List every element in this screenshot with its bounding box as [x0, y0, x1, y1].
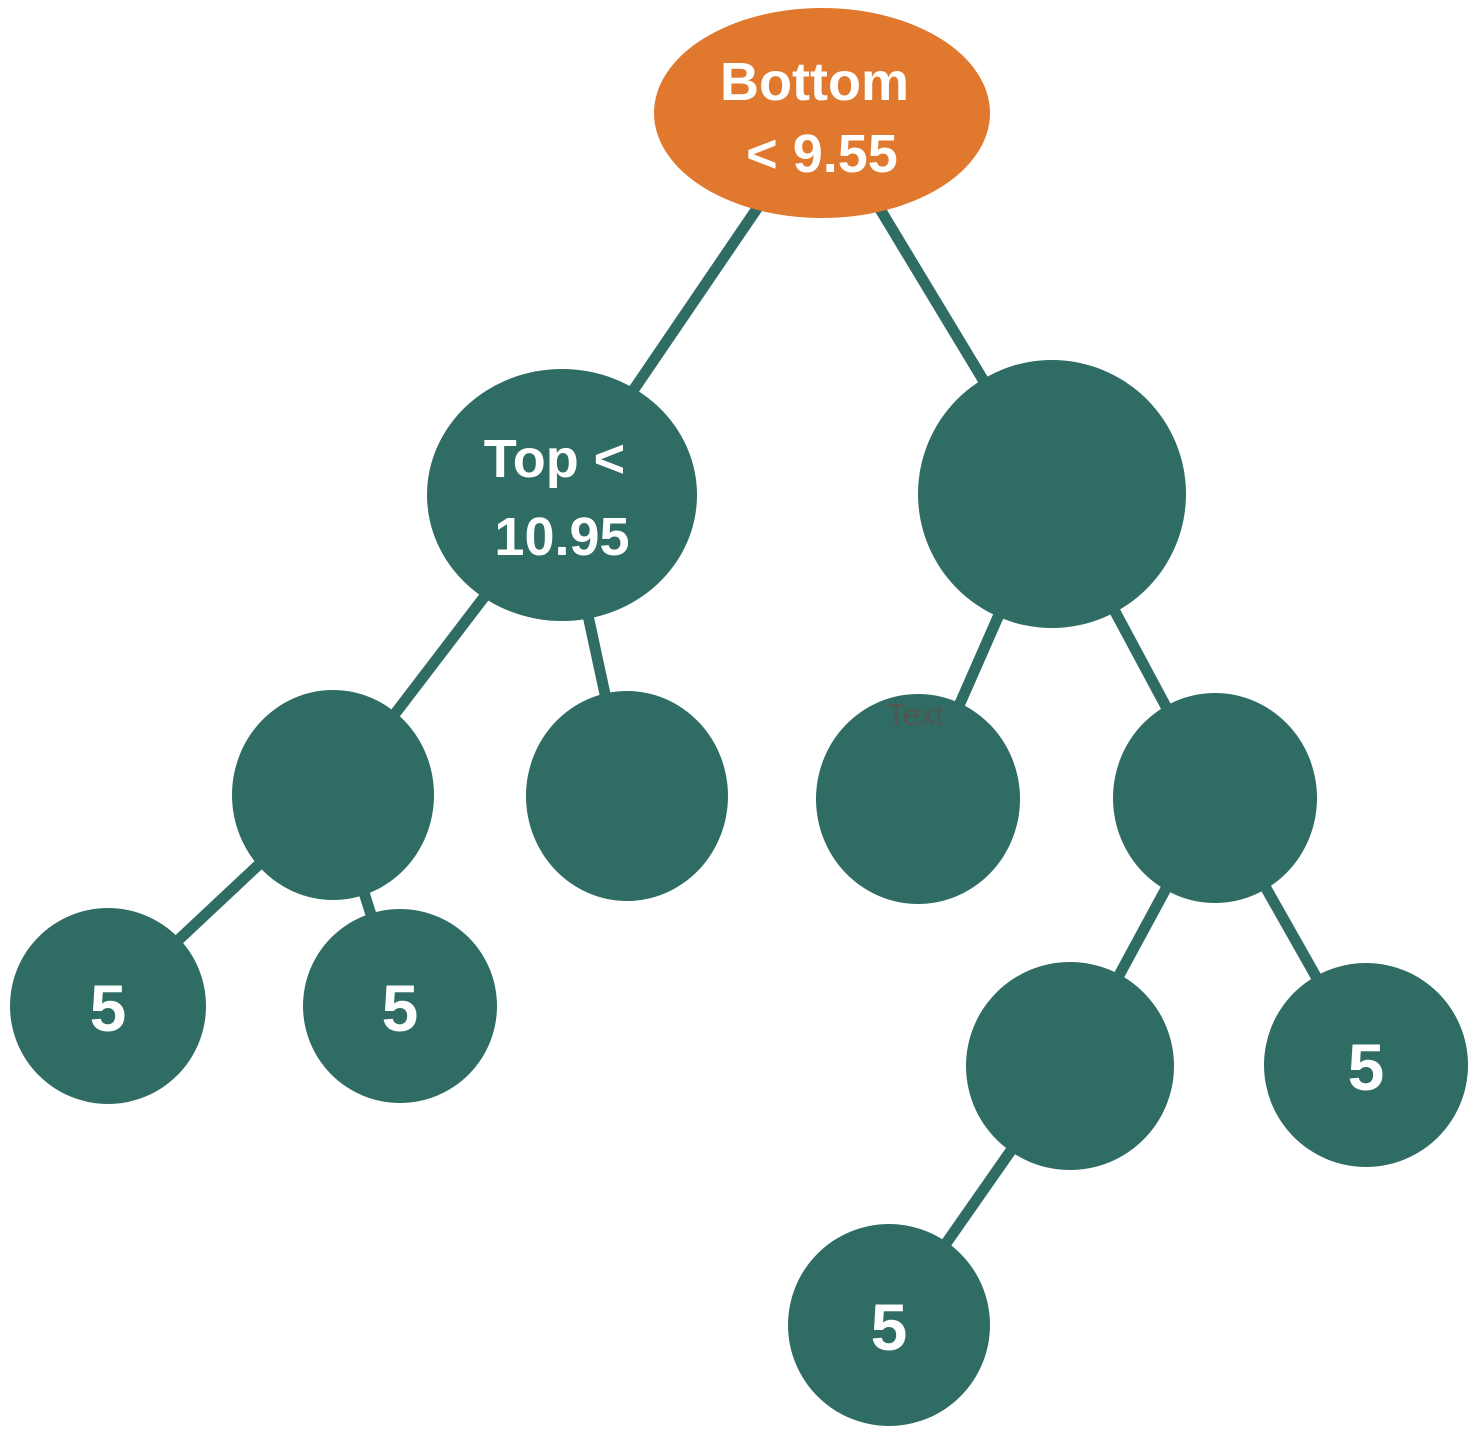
node-right-left-placeholder-label: Text	[887, 697, 944, 732]
node-left[interactable]: Top < 10.95	[427, 369, 697, 621]
node-leaf5-c[interactable]: 5	[1264, 963, 1468, 1167]
node-right-right-left[interactable]	[966, 962, 1174, 1170]
node-root-shape[interactable]	[654, 8, 990, 218]
node-left-right[interactable]	[526, 691, 728, 901]
node-leaf5-c-label: 5	[1348, 1030, 1385, 1104]
node-right-right[interactable]	[1113, 693, 1317, 903]
node-right-shape[interactable]	[918, 360, 1186, 628]
node-root[interactable]: Bottom < 9.55	[654, 8, 990, 218]
node-leaf5-a[interactable]: 5	[10, 908, 206, 1104]
node-leaf5-c-shape[interactable]	[1264, 963, 1468, 1167]
node-left-left-shape[interactable]	[232, 690, 434, 900]
node-left-right-shape[interactable]	[526, 691, 728, 901]
node-right-right-shape[interactable]	[1113, 693, 1317, 903]
node-left-label: Top < 10.95	[484, 429, 641, 567]
node-leaf5-b-label: 5	[382, 971, 419, 1045]
node-leaf5-d-shape[interactable]	[788, 1224, 990, 1426]
node-right-left[interactable]: Text	[816, 694, 1020, 904]
node-leaf5-a-label: 5	[90, 971, 127, 1045]
node-leaf5-b[interactable]: 5	[303, 909, 497, 1103]
node-leaf5-a-shape[interactable]	[10, 908, 206, 1104]
node-leaf5-b-shape[interactable]	[303, 909, 497, 1103]
node-right-left-shape[interactable]	[816, 694, 1020, 904]
node-left-shape[interactable]	[427, 369, 697, 621]
node-left-left[interactable]	[232, 690, 434, 900]
node-root-label: Bottom < 9.55	[720, 52, 924, 184]
node-leaf5-d-label: 5	[871, 1290, 908, 1364]
node-right[interactable]	[918, 360, 1186, 628]
node-right-right-left-shape[interactable]	[966, 962, 1174, 1170]
node-leaf5-d[interactable]: 5	[788, 1224, 990, 1426]
